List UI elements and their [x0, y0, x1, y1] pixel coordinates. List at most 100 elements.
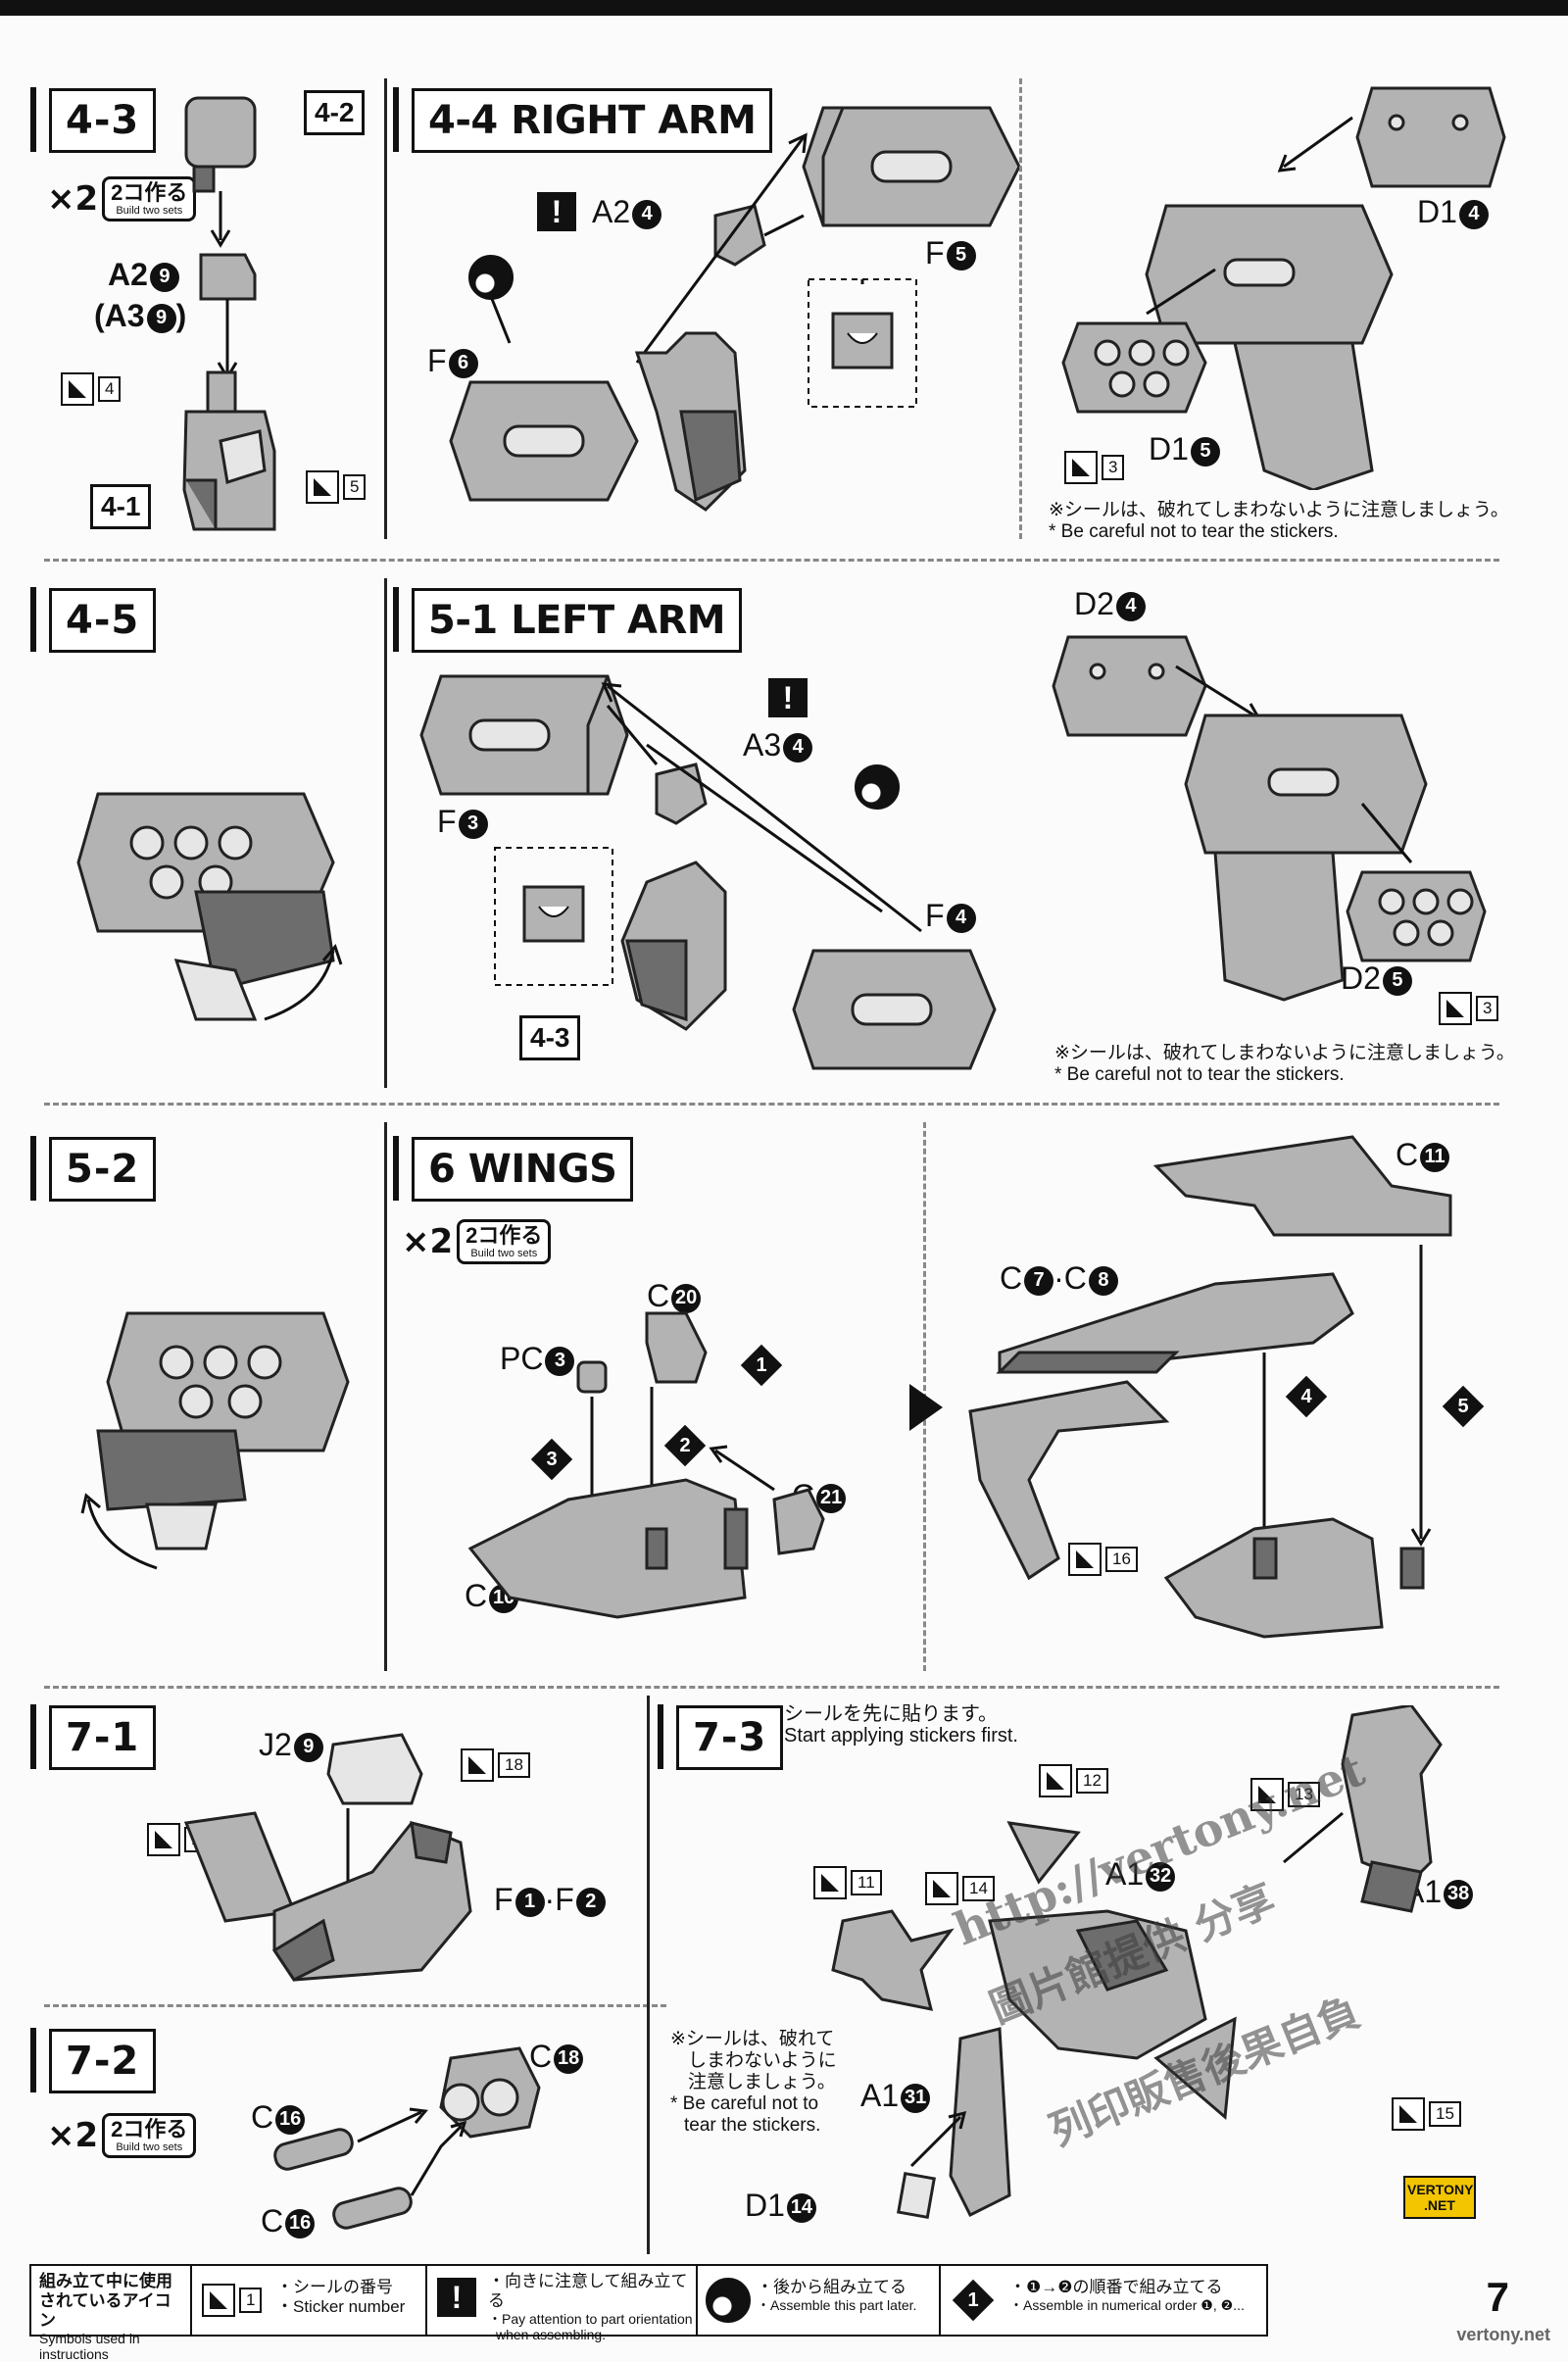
caution-jp-line-3: 注意しましょう。: [688, 2072, 836, 2092]
part-code: PC: [500, 1341, 544, 1376]
legend-orientation-en-1: ・Pay attention to part orientation: [488, 2311, 693, 2327]
step-label: 4-3: [66, 98, 140, 143]
assemble-later-icon: [855, 764, 900, 810]
x2-label: ×2: [402, 1222, 454, 1261]
instruction-jp: シールを先に貼ります。: [784, 1703, 998, 1725]
x2-label: ×2: [47, 2116, 99, 2155]
step-tag-4-5: 4-5: [29, 587, 157, 653]
part-number: 4: [1458, 199, 1489, 229]
sticker-icon: [202, 2284, 235, 2317]
part-code: F: [427, 343, 447, 378]
part-code: J2: [259, 1727, 292, 1762]
page-number: 7: [1486, 2274, 1509, 2320]
legend-later-text: ・後から組み立てる ・Assemble this part later.: [757, 2278, 916, 2313]
ref-tag-4-1: 4-1: [90, 484, 152, 529]
sticker-callout-12: 12: [1039, 1764, 1108, 1797]
part-number: 9: [293, 1732, 323, 1762]
sticker-callout-18: 18: [461, 1748, 530, 1782]
part-code: C: [647, 1278, 670, 1313]
part-paren: ): [175, 298, 187, 333]
part-number: 8: [1088, 1265, 1118, 1296]
part-number: 5: [1382, 965, 1412, 996]
legend-sticker-text: ・シールの番号 ・Sticker number: [276, 2278, 405, 2317]
step-tag-5-2: 5-2: [29, 1136, 157, 1202]
part-code: D2: [1341, 960, 1381, 996]
ref-tag-4-3: 4-3: [519, 1015, 581, 1060]
part-number: 1: [514, 1887, 545, 1917]
part-code: C: [261, 2203, 284, 2239]
part-code: (A3: [94, 298, 145, 333]
site-url: vertony.net: [1456, 2325, 1550, 2344]
build-two-jp: 2コ作る: [111, 180, 188, 205]
caution-en-line-1: * Be careful not to: [670, 2093, 819, 2114]
sticker-callout-13: 13: [1250, 1778, 1320, 1811]
legend-orientation-text: ・向きに注意して組み立てる ・Pay attention to part ori…: [488, 2272, 696, 2342]
legend-sticker-en: ・Sticker number: [276, 2297, 406, 2316]
caution-jp: ※シールは、破れてしまわないように注意しましょう。: [1049, 500, 1509, 520]
part-code: C: [465, 1578, 488, 1613]
part-number: 4: [946, 903, 976, 933]
row-divider: [44, 1686, 1499, 1689]
part-number: 4: [1115, 591, 1146, 621]
step-tag-4-4: 4-4 RIGHT ARM: [392, 87, 773, 153]
sticker-icon: [925, 1872, 958, 1905]
part-number: 9: [146, 303, 176, 333]
part-code: A3: [743, 727, 782, 763]
part-code: C: [1000, 1260, 1023, 1296]
vertical-divider: [384, 1122, 387, 1671]
legend-order-en: ・Assemble in numerical order ❶, ❷...: [1009, 2297, 1245, 2313]
build-two-en: Build two sets: [470, 1248, 538, 1259]
diagram-4-4-left: [449, 106, 1021, 512]
caution-en: * Be careful not to tear the stickers.: [1054, 1064, 1345, 1085]
sticker-number: 12: [1076, 1768, 1108, 1794]
top-rule: [0, 0, 1568, 16]
order-number: 1: [967, 2288, 979, 2311]
sticker-icon: [1439, 992, 1472, 1025]
diagram-7-2: [273, 2046, 541, 2230]
diagram-6-left: [467, 1311, 825, 1619]
sticker-callout-15: 15: [1392, 2097, 1461, 2131]
caution-jp: ※シールは、破れてしまわないように注意しましょう。: [1054, 1043, 1515, 1063]
step-title-right-arm: 4-4 RIGHT ARM: [428, 98, 757, 143]
part-number: 2: [575, 1887, 606, 1917]
part-number: 18: [554, 2043, 584, 2074]
step-tag-7-2: 7-2: [29, 2028, 157, 2093]
sticker-icon: [1064, 451, 1098, 484]
part-code: D1: [1417, 194, 1457, 229]
part-number: 9: [149, 262, 179, 292]
step-title-wings: 6 WINGS: [428, 1147, 617, 1192]
sticker-icon: [306, 470, 339, 504]
next-step-arrow-icon: [909, 1384, 943, 1431]
part-code: C: [1063, 1260, 1087, 1296]
part-code: F: [925, 898, 945, 933]
vertical-divider-dashed: [1019, 78, 1022, 539]
legend-sticker-jp: ・シールの番号: [276, 2278, 393, 2296]
diagram-7-3: [831, 1705, 1443, 2220]
sticker-number: 5: [343, 474, 367, 500]
sticker-callout-3: 3: [1439, 992, 1499, 1025]
sticker-number: 11: [851, 1870, 882, 1895]
diagram-5-1-right: [1052, 635, 1487, 1002]
sticker-callout-3: 3: [1064, 451, 1125, 484]
legend-orientation-jp: ・向きに注意して組み立てる: [488, 2272, 688, 2310]
legend-title-jp-1: 組み立て中に使用: [39, 2272, 172, 2290]
sticker-number: 13: [1288, 1782, 1320, 1807]
part-number: 20: [671, 1283, 702, 1313]
legend-later-en: ・Assemble this part later.: [757, 2297, 917, 2313]
part-code: D1: [1149, 431, 1189, 467]
ref-label: 4-1: [101, 491, 141, 521]
legend-title-jp-2: されているアイコン: [39, 2291, 172, 2330]
